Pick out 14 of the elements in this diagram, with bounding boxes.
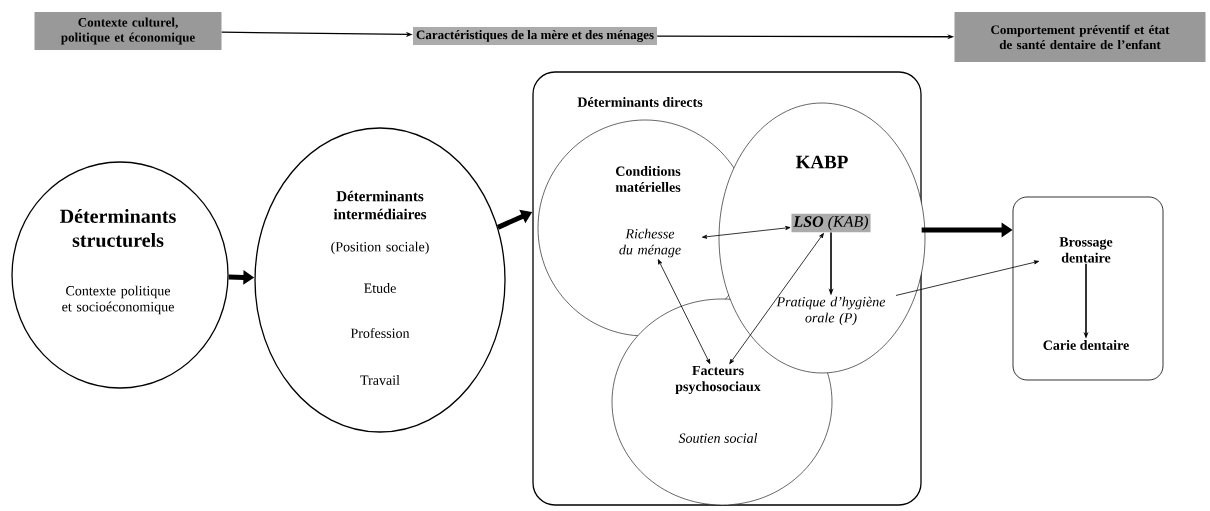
- heading-box: Caractéristiques de la mère et des ménages: [413, 27, 657, 45]
- arrow: [657, 259, 711, 365]
- arrow: [729, 233, 824, 365]
- outcome-box: [1012, 196, 1164, 381]
- item-text: Brossage dentaire: [1059, 237, 1113, 263]
- circle-node: Déterminants structurels Contexte politique et socioéconomique: [11, 161, 229, 389]
- item-text: Carie dentaire: [1043, 340, 1129, 350]
- heading-box: Comportement préventif et état de santé dentaire de l’enfant: [954, 12, 1206, 62]
- node-label: Soutien social: [678, 433, 758, 443]
- heading-box: Contexte culturel, politique et économique: [34, 12, 222, 50]
- item-text: Richesse du ménage: [619, 228, 681, 258]
- ellipse-node: Déterminants intermédiaires (Position sociale) Etude Profession Travail: [254, 127, 506, 433]
- arrow: [702, 226, 791, 239]
- arrow: [895, 260, 1040, 296]
